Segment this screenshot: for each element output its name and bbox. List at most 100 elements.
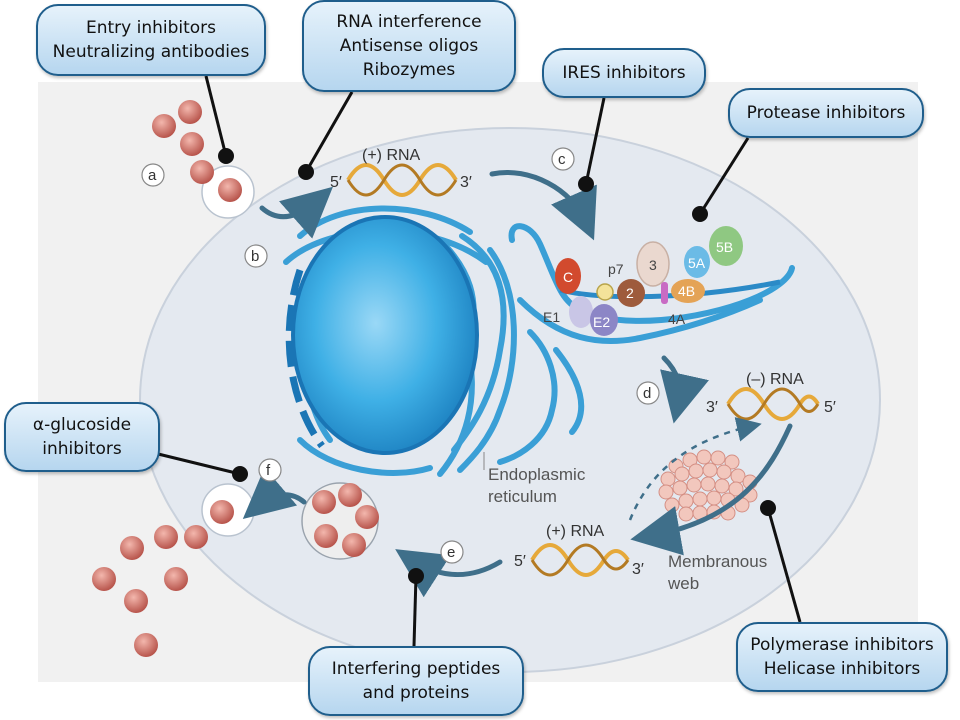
callout-pointers xyxy=(149,75,802,647)
virion xyxy=(152,114,176,138)
step-b-marker xyxy=(244,244,268,268)
pointer-polymerase xyxy=(766,507,802,623)
callout-glucoside-line1: α-glucoside xyxy=(32,415,132,435)
rna-top: (+) RNA 5′ 3′ xyxy=(330,147,472,197)
protein-label-ns4b: 4B xyxy=(678,283,695,299)
step-e-marker xyxy=(440,540,464,564)
released-virions xyxy=(92,500,234,657)
pointer-dot-entry xyxy=(218,148,234,164)
step-d-label: d xyxy=(643,385,651,402)
arrow-f xyxy=(242,467,307,520)
rna-bottom: (+) RNA 5′ 3′ xyxy=(514,523,644,578)
arrow-minus-to-plus xyxy=(630,423,793,556)
viral-polyprotein: C E1 E2 p7 2 3 4A 4B 5A 5B xyxy=(543,226,781,336)
rna-minus-label: (–) RNA xyxy=(746,371,804,388)
protein-ns3 xyxy=(636,241,670,287)
arrow-c xyxy=(489,170,597,241)
step-c-label: c xyxy=(558,151,566,168)
er-label-line2: reticulum xyxy=(488,487,557,506)
callout-glucoside-line2: inhibitors xyxy=(42,439,122,459)
web-label-line2: web xyxy=(667,574,699,593)
rna-minus-3-prime: 3′ xyxy=(706,399,718,416)
protein-label-ns5a: 5A xyxy=(688,255,706,271)
protein-e1 xyxy=(569,296,593,328)
arrow-b xyxy=(259,186,333,239)
callout-ires-line1: IRES inhibitors xyxy=(562,63,686,83)
virion xyxy=(355,505,379,529)
callout-glucoside-inhibitors: α-glucoside inhibitors xyxy=(4,402,160,472)
web-label-line1: Membranous xyxy=(668,552,767,571)
step-b-label: b xyxy=(251,248,259,265)
rna-top-3-prime: 3′ xyxy=(460,174,472,191)
process-arrows xyxy=(242,170,793,598)
rna-bottom-5-prime: 5′ xyxy=(514,553,526,570)
callout-peptides-line2: and proteins xyxy=(362,683,470,703)
protein-ns2 xyxy=(617,279,645,307)
callout-protease-line1: Protease inhibitors xyxy=(746,103,906,123)
pointer-dot-rnai xyxy=(298,164,314,180)
callout-ires-inhibitors: IRES inhibitors xyxy=(542,48,706,98)
arrow-d xyxy=(660,355,709,424)
callout-rnai-line3: Ribozymes xyxy=(362,60,456,80)
protein-label-e2: E2 xyxy=(593,314,610,330)
callout-interfering-peptides: Interfering peptides and proteins xyxy=(308,646,524,716)
protein-label-ns3: 3 xyxy=(649,257,657,273)
protein-label-ns2: 2 xyxy=(626,285,634,301)
virion xyxy=(210,500,234,524)
arrow-e xyxy=(395,549,503,598)
virion xyxy=(92,567,116,591)
callout-entry-line1: Entry inhibitors xyxy=(85,18,217,38)
pointer-dot-ires xyxy=(578,176,594,192)
assembly-vesicle xyxy=(301,482,379,560)
pointer-glucoside xyxy=(149,450,241,476)
step-f-label: f xyxy=(266,462,271,479)
virion xyxy=(342,533,366,557)
rna-minus: (–) RNA 3′ 5′ xyxy=(706,371,836,421)
rna-bottom-3-prime: 3′ xyxy=(632,561,644,578)
callout-rna-interference: RNA interference Antisense oligos Ribozy… xyxy=(302,0,516,92)
entering-virions xyxy=(152,100,242,202)
polyprotein-membrane xyxy=(559,279,781,300)
callout-polymerase-line2: Helicase inhibitors xyxy=(763,659,921,679)
pointer-dot-glucoside xyxy=(232,466,248,482)
host-cell xyxy=(139,127,881,673)
pointer-protease xyxy=(698,137,750,215)
virion xyxy=(314,524,338,548)
virion xyxy=(178,100,202,124)
protein-label-e1: E1 xyxy=(543,309,560,325)
rna-bottom-label: (+) RNA xyxy=(546,523,605,540)
rna-minus-5-prime: 5′ xyxy=(824,399,836,416)
rna-top-label: (+) RNA xyxy=(362,147,421,164)
callout-rnai-line1: RNA interference xyxy=(336,12,482,32)
protein-ns4a xyxy=(661,282,668,304)
protein-label-ns4a: 4A xyxy=(668,311,686,327)
protein-label-p7: p7 xyxy=(608,261,624,277)
protein-label-ns5b: 5B xyxy=(716,239,733,255)
rna-top-5-prime: 5′ xyxy=(330,174,342,191)
pointer-peptides xyxy=(412,575,418,647)
pointer-dot-polymerase xyxy=(760,500,776,516)
step-e-label: e xyxy=(447,544,455,561)
callout-entry-inhibitors: Entry inhibitors Neutralizing antibodies xyxy=(36,4,266,76)
protein-ns5b xyxy=(709,226,743,266)
pointer-rnai xyxy=(304,91,354,173)
virion xyxy=(154,525,178,549)
callout-peptides-line1: Interfering peptides xyxy=(331,659,501,679)
step-a-label: a xyxy=(148,167,157,184)
callout-polymerase-inhibitors: Polymerase inhibitors Helicase inhibitor… xyxy=(736,622,948,692)
arrow-dashed-recycle xyxy=(628,417,762,521)
er-label-line1: Endoplasmic xyxy=(488,465,586,484)
nuclear-envelope xyxy=(285,268,325,449)
virion xyxy=(164,567,188,591)
virion xyxy=(184,525,208,549)
step-a-marker xyxy=(141,163,165,187)
step-d-marker xyxy=(636,381,660,405)
callout-rnai-line2: Antisense oligos xyxy=(339,36,479,56)
protein-ns5a xyxy=(684,246,710,278)
protein-label-c: C xyxy=(563,269,573,285)
virion xyxy=(338,483,362,507)
callout-polymerase-line1: Polymerase inhibitors xyxy=(750,635,934,655)
protein-core xyxy=(555,258,581,294)
pointer-dot-peptides xyxy=(408,568,424,584)
